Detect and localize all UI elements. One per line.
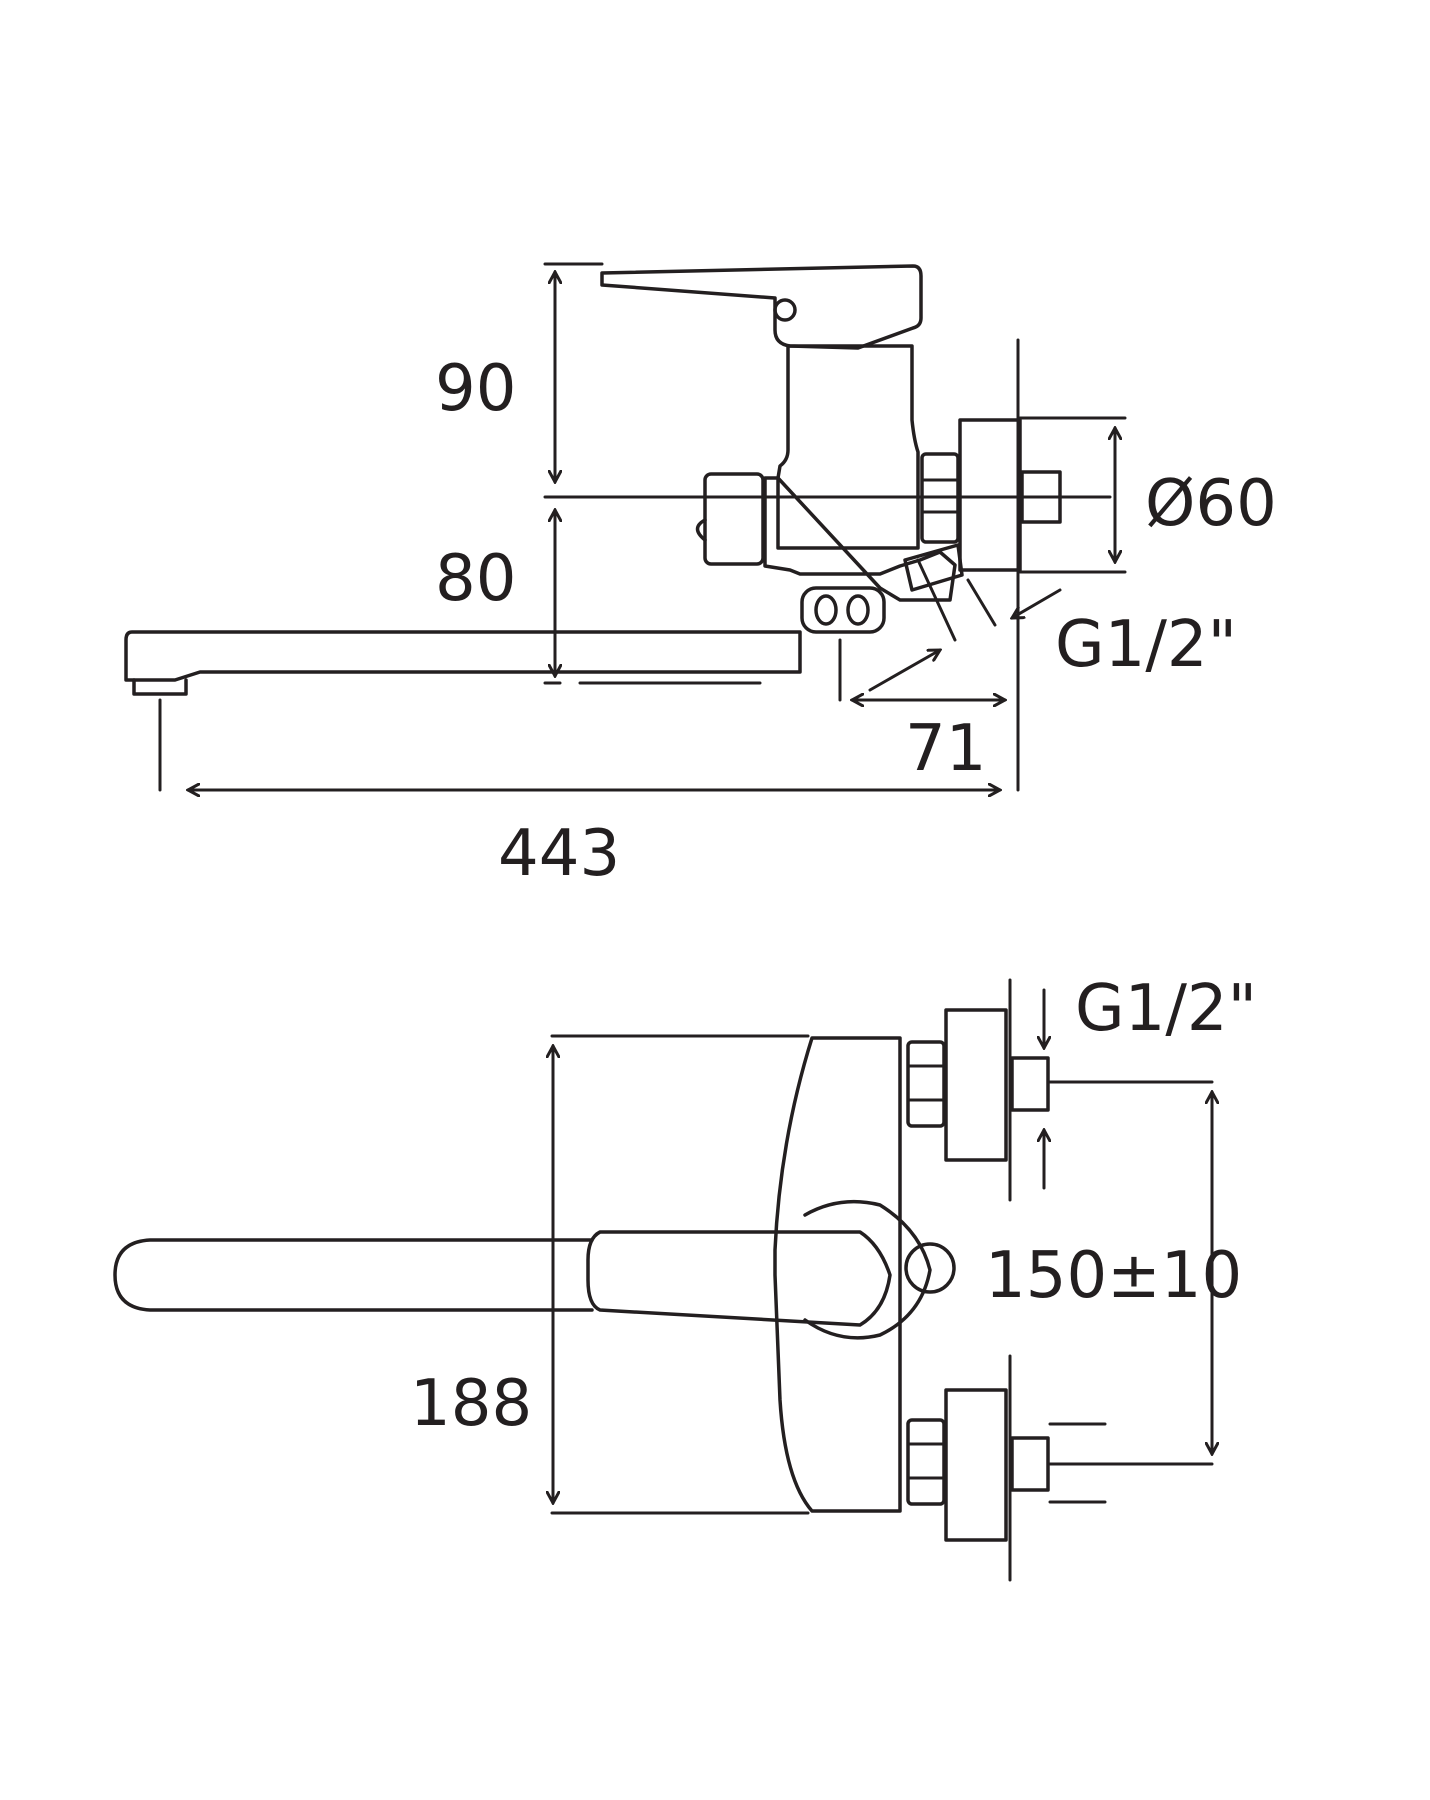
upper-flange	[944, 1008, 1008, 1162]
lever-handle	[600, 264, 923, 350]
leader-arrow-thread	[1012, 588, 1062, 618]
wall-flange	[958, 418, 1022, 572]
cartridge-body	[776, 344, 920, 550]
cartridge-cap	[904, 1242, 956, 1294]
lever-plan	[586, 1230, 892, 1327]
lower-flange	[944, 1388, 1008, 1542]
diverter-knob-lip	[695, 518, 707, 542]
top-view: G1/2" 150±10 188	[113, 972, 1257, 1582]
cartridge-dome	[803, 1199, 932, 1340]
spout	[124, 630, 802, 682]
upper-connector	[1010, 1056, 1050, 1112]
dim-label-150: 150±10	[985, 1239, 1242, 1313]
diverter-knob	[703, 472, 765, 566]
outlet-nut-hole-2	[846, 594, 870, 626]
lower-hex-nut	[906, 1418, 946, 1506]
outlet-nut	[800, 586, 886, 634]
handle-pivot	[773, 298, 797, 322]
outlet-nut-hole-1	[814, 594, 838, 626]
dim-label-thread-side: G1/2"	[1055, 608, 1237, 682]
spout-tip	[132, 678, 188, 696]
dim-label-thread-top: G1/2"	[1075, 972, 1257, 1046]
lower-connector	[1010, 1436, 1050, 1492]
eccentric-leg	[903, 543, 964, 592]
dim-label-80: 80	[435, 542, 516, 616]
mixer-body	[763, 476, 957, 602]
dim-label-90: 90	[435, 352, 516, 426]
dim-label-71: 71	[905, 712, 986, 786]
dim-label-diameter: Ø60	[1145, 467, 1277, 541]
upper-hex-nut	[906, 1040, 946, 1128]
dim-label-188: 188	[410, 1367, 532, 1441]
body-plan	[773, 1036, 902, 1513]
spout-plan	[113, 1238, 594, 1312]
dim-label-443: 443	[498, 817, 620, 891]
leader-arrow-71	[868, 650, 940, 692]
side-view: 90 80 Ø60 G1/2" 71 443	[124, 262, 1277, 891]
